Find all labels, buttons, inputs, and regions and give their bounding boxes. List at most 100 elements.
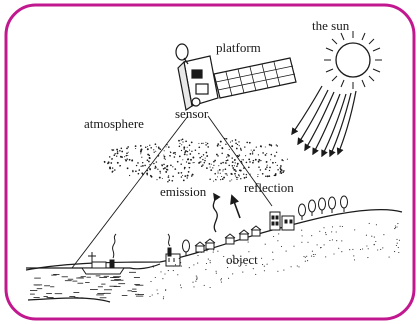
atmosphere-dot: [166, 144, 167, 145]
ground-dot: [208, 259, 209, 260]
atmosphere-dot: [166, 169, 168, 171]
atmosphere-dot: [249, 161, 251, 163]
house-icon: [206, 243, 214, 249]
atmosphere-dot: [189, 145, 190, 146]
atmosphere-dot: [136, 165, 137, 166]
atmosphere-dot: [240, 170, 242, 172]
atmosphere-dot: [222, 170, 223, 171]
atmosphere-dot: [277, 165, 278, 166]
ground-dot: [283, 270, 284, 271]
ground-dot: [389, 257, 390, 258]
atmosphere-dot: [232, 161, 234, 163]
atmosphere-dot: [186, 161, 187, 162]
atmosphere-dot: [199, 157, 201, 159]
atmosphere-dot: [184, 175, 186, 177]
atmosphere-dot: [189, 150, 190, 151]
atmosphere-dot: [163, 155, 164, 156]
atmosphere-dot: [227, 156, 228, 157]
atmosphere-dot: [238, 141, 239, 142]
atmosphere-dot: [201, 143, 202, 144]
atmosphere-dot: [198, 146, 200, 148]
atmosphere-dot: [113, 154, 115, 156]
atmosphere-dot: [182, 139, 184, 141]
atmosphere-dot: [165, 159, 166, 160]
atmosphere-dot: [235, 170, 237, 172]
atmosphere-dot: [232, 140, 233, 141]
ground-dot: [325, 232, 326, 233]
atmosphere-dot: [206, 152, 208, 154]
atmosphere-dot: [251, 150, 252, 151]
atmosphere-dot: [235, 143, 237, 145]
atmosphere-dot: [114, 169, 116, 171]
atmosphere-dot: [270, 159, 271, 160]
ground-dot: [336, 240, 337, 241]
atmosphere-dot: [147, 170, 148, 171]
ground-dot: [220, 279, 221, 280]
ground-dot: [160, 271, 161, 272]
atmosphere-dot: [241, 159, 242, 160]
atmosphere-dot: [265, 146, 266, 147]
atmosphere-dot: [218, 172, 219, 173]
atmosphere-dot: [203, 154, 204, 155]
ground-dot: [162, 278, 163, 279]
atmosphere-dot: [280, 171, 282, 173]
atmosphere-dot: [138, 173, 140, 175]
ground-dot: [323, 227, 324, 228]
atmosphere-dot: [127, 155, 128, 156]
atmosphere-dot: [202, 159, 203, 160]
atmosphere-dot: [239, 154, 241, 156]
atmosphere-dot: [113, 149, 115, 151]
atmosphere-dot: [174, 156, 176, 158]
atmosphere-dot: [140, 151, 142, 153]
ground-dot: [368, 248, 369, 249]
atmosphere-dot: [149, 164, 150, 165]
atmosphere-dot: [275, 173, 277, 175]
ground-dot: [353, 255, 354, 256]
atmosphere-dot: [168, 176, 170, 178]
ground-dot: [210, 287, 211, 288]
atmosphere-dot: [203, 143, 204, 144]
ground-dot: [253, 268, 254, 269]
ground-dot: [197, 255, 198, 256]
atmosphere-dot: [187, 151, 188, 152]
atmosphere-dot: [155, 151, 156, 152]
atmosphere-dot: [258, 161, 260, 163]
atmosphere-dot: [246, 162, 248, 164]
atmosphere-dot: [229, 180, 230, 181]
atmosphere-dot: [160, 148, 162, 150]
atmosphere-dot: [222, 162, 224, 164]
atmosphere-dot: [117, 153, 118, 154]
atmosphere-dot: [126, 155, 127, 156]
label-platform: platform: [216, 40, 261, 55]
atmosphere-dot: [250, 174, 251, 175]
atmosphere-dot: [258, 166, 260, 168]
atmosphere-dot: [280, 165, 282, 167]
atmosphere-dot: [201, 165, 203, 167]
ground-dot: [189, 267, 190, 268]
atmosphere-dot: [226, 160, 227, 161]
ground-dot: [332, 239, 333, 240]
ground-dot: [341, 251, 342, 252]
ground-dot: [216, 273, 217, 274]
atmosphere-dot: [210, 169, 212, 171]
ground-dot: [313, 254, 314, 255]
atmosphere-dot: [237, 163, 239, 165]
atmosphere-dot: [166, 146, 167, 147]
atmosphere-dot: [114, 153, 115, 154]
ground-dot: [369, 223, 370, 224]
ground-dot: [340, 226, 341, 227]
ground-dot: [341, 240, 342, 241]
atmosphere-dot: [236, 166, 238, 168]
atmosphere-dot: [192, 174, 194, 176]
ground-dot: [201, 252, 202, 253]
atmosphere-dot: [272, 162, 274, 164]
ground-dot: [362, 248, 363, 249]
tree-icon: [341, 196, 348, 208]
atmosphere-dot: [234, 165, 235, 166]
tree-icon: [329, 197, 336, 209]
atmosphere-dot: [158, 155, 160, 157]
atmosphere-dot: [239, 145, 240, 146]
ground-dot: [307, 242, 308, 243]
atmosphere-dot: [149, 157, 150, 158]
ground-dot: [221, 278, 222, 279]
